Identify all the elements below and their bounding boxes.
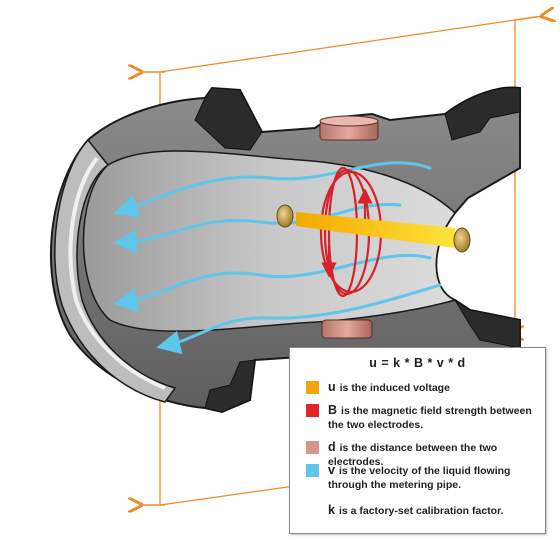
magnetic-field-description: is the magnetic field strength between t… [328,405,532,431]
symbol-b: B [328,403,338,417]
magnetic-field-swatch [306,404,319,417]
distance-description: is the distance between the two electrod… [328,442,498,468]
flow-line-2 [113,202,402,254]
pipe-liner-stripe [68,156,166,390]
formula: u = k * B * v * d [369,356,466,370]
coil-housings [319,115,379,339]
voltage-description: is the induced voltage [339,382,450,394]
electrode-left [276,204,294,228]
symbol-k: k [328,503,335,517]
calibration-description: is a factory-set calibration factor. [338,505,504,517]
velocity-swatch [306,464,319,477]
flange-bottom-left [204,359,256,413]
velocity-description: is the velocity of the liquid flowing th… [328,465,511,491]
arrow-top-right [514,16,543,20]
voltage-swatch [306,381,319,394]
flow-line-4 [156,283,442,355]
flow-line-1 [113,161,432,218]
flange-top-left [194,87,263,151]
symbol-d: d [328,440,336,454]
flow-lines [113,161,442,355]
coil-housing-bottom [321,319,373,339]
induced-voltage-bar [296,212,455,248]
pipe-rim-left [54,138,177,403]
symbol-v: v [328,463,335,477]
coil-housing-top-cap [319,115,379,127]
distance-swatch [306,441,319,454]
electrode-right [453,227,471,253]
voltage-beam [276,204,471,253]
flow-line-3 [113,253,432,313]
symbol-u: u [328,380,336,394]
flange-top-right [444,86,521,141]
plane-edge-top [159,19,516,73]
calibration-swatch [306,504,319,517]
